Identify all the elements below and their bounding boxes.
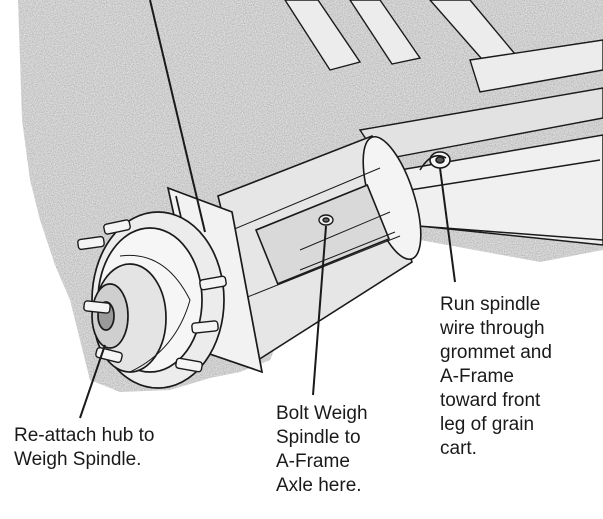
callout-line: grommet and: [440, 342, 552, 363]
callout-line: Axle here.: [276, 475, 362, 496]
callout-line: Re-attach hub to: [14, 425, 155, 446]
callout-line: cart.: [440, 438, 477, 459]
callout-run-spindle-wire: Run spindle wire through grommet and A-F…: [440, 293, 552, 461]
leader-hub: [79, 344, 106, 419]
callout-line: Bolt Weigh: [276, 403, 368, 424]
leader-wire: [439, 167, 456, 283]
callout-reattach-hub: Re-attach hub to Weigh Spindle.: [14, 424, 154, 472]
leader-bolt: [312, 225, 327, 396]
callout-line: Weigh Spindle.: [14, 449, 142, 470]
callout-line: wire through: [440, 318, 545, 339]
callout-line: toward front: [440, 390, 541, 411]
wheel-hub: [91, 211, 225, 389]
callout-line: Run spindle: [440, 294, 541, 315]
callout-line: A-Frame: [440, 366, 514, 387]
callout-line: leg of grain: [440, 414, 535, 435]
callout-line: Spindle to: [276, 427, 361, 448]
callout-line: A-Frame: [276, 451, 350, 472]
spindle-bolt: [318, 214, 334, 226]
callout-bolt-spindle: Bolt Weigh Spindle to A-Frame Axle here.: [276, 402, 368, 498]
leader-lines: [79, 0, 456, 419]
leader-top-to-flange: [149, 0, 206, 233]
